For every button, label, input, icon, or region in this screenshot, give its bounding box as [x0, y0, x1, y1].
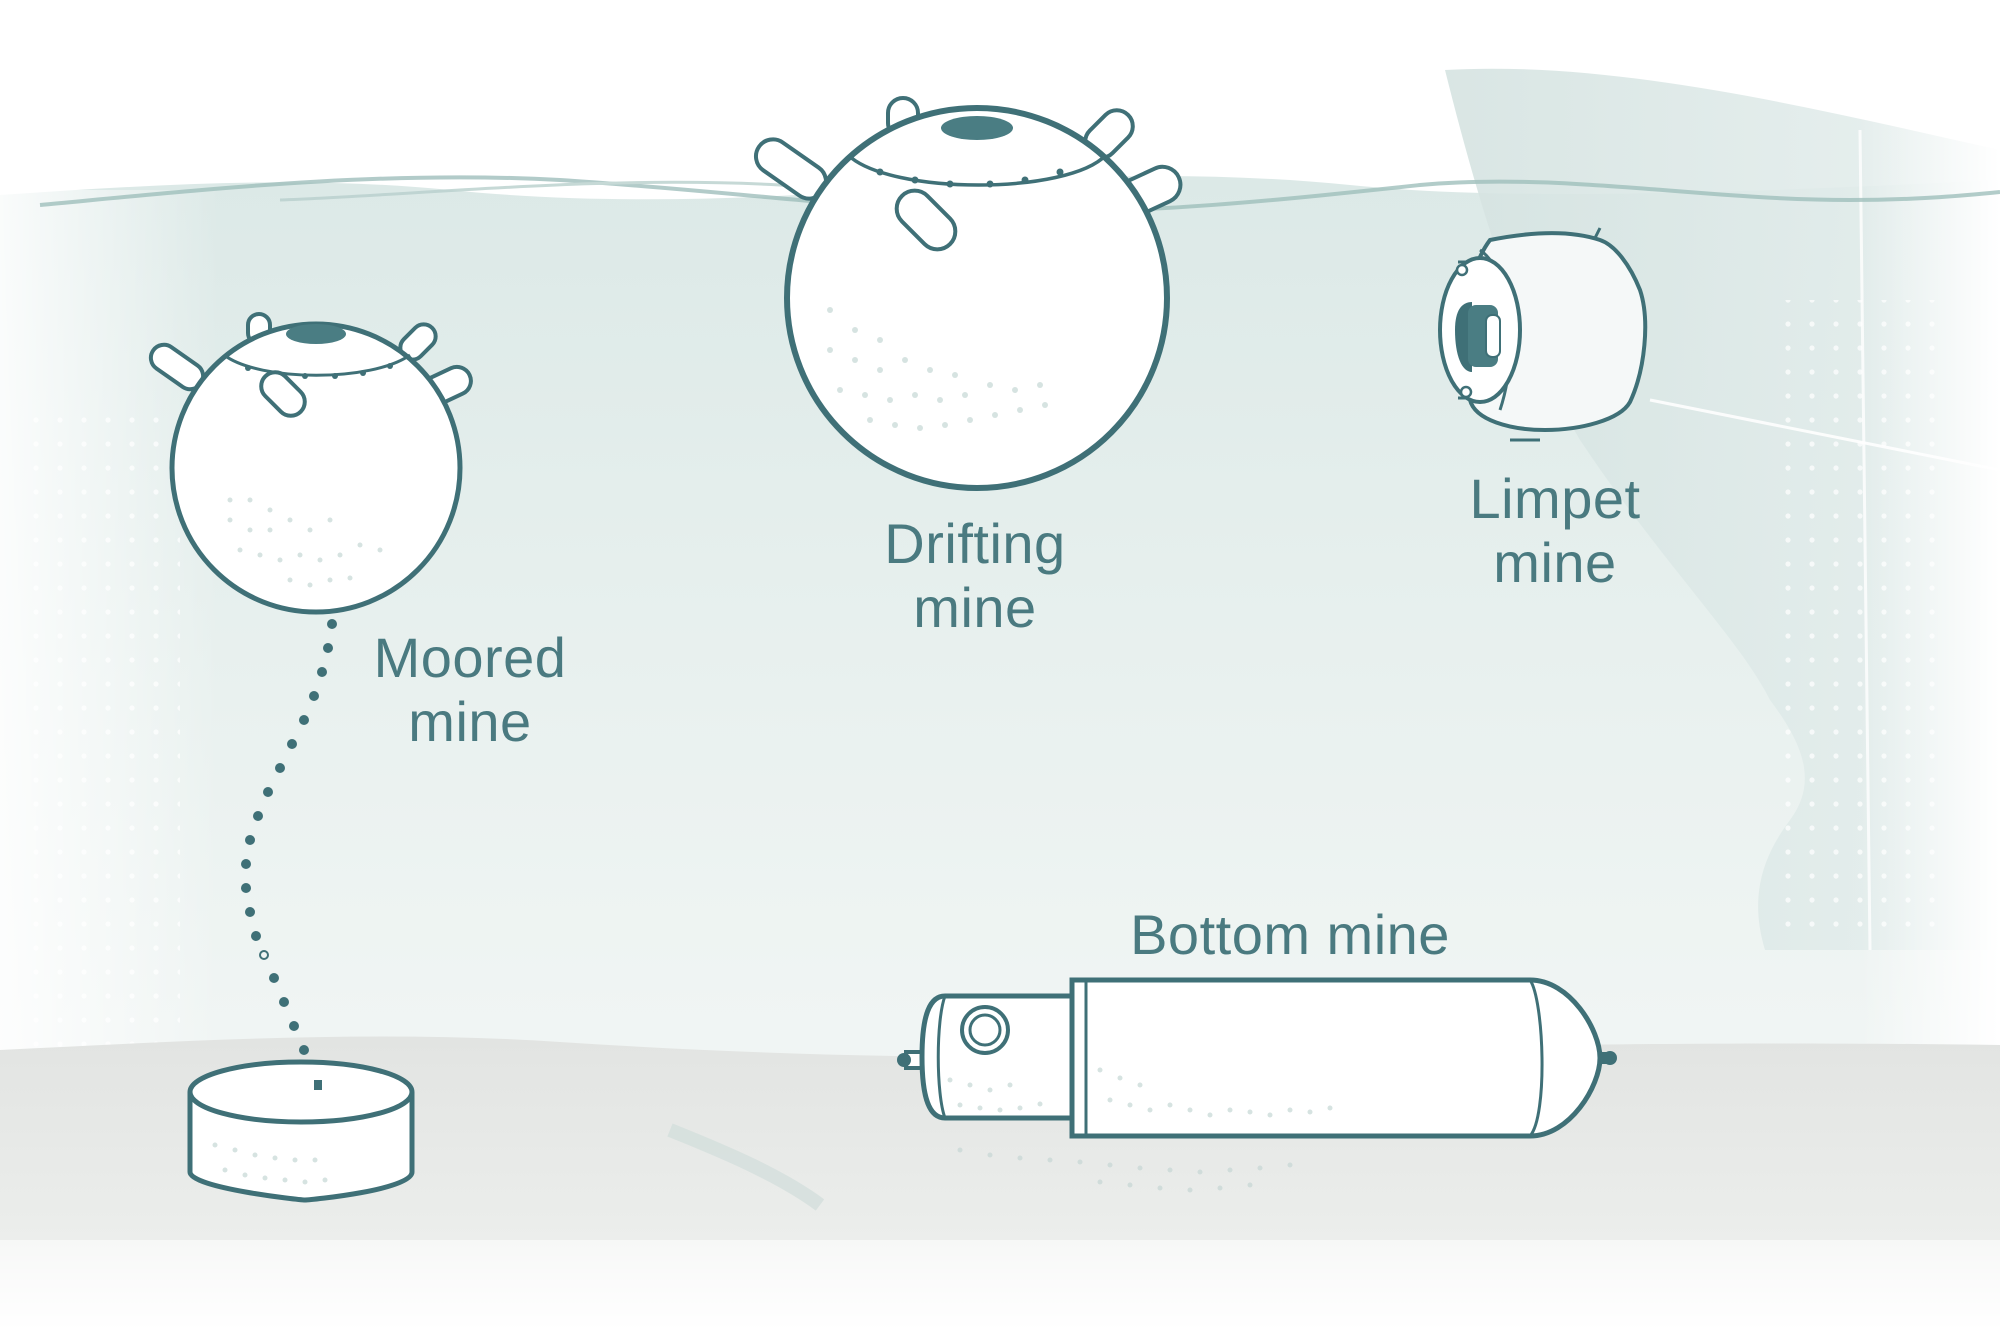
limpet-mine-label-line2: mine: [1493, 531, 1617, 594]
limpet-mine-label: Limpet mine: [1445, 467, 1665, 595]
drifting-mine-label: Drifting mine: [860, 512, 1090, 640]
horn: [894, 188, 958, 252]
limpet-mine: [1438, 227, 1648, 442]
cap-icon: [286, 324, 346, 344]
drifting-mine-label-line1: Drifting: [884, 512, 1066, 575]
ship-hull: [1445, 68, 2000, 1100]
drifting-mine-sphere: [784, 105, 1170, 491]
bottom-mine-body: [1069, 977, 1603, 1139]
bottom-mine-label-text: Bottom mine: [1130, 903, 1450, 966]
limpet-knob-icon: [1455, 302, 1472, 372]
limpet-mine-label-line1: Limpet: [1469, 467, 1641, 530]
horn: [259, 370, 307, 418]
drifting-mine-label-line2: mine: [913, 576, 1037, 639]
moored-mine-label: Moored mine: [360, 626, 580, 754]
drifting-mine: [753, 96, 1183, 491]
moored-mine-label-line1: Moored: [373, 626, 567, 689]
moored-mine: [148, 312, 473, 1203]
bottom-mine: [897, 977, 1617, 1193]
cap-icon: [941, 116, 1013, 140]
moored-mine-sphere: [169, 321, 463, 615]
bottom-mine-label: Bottom mine: [1110, 903, 1470, 967]
moored-mine-label-line2: mine: [408, 690, 532, 753]
moored-mine-anchor: [187, 1059, 415, 1203]
